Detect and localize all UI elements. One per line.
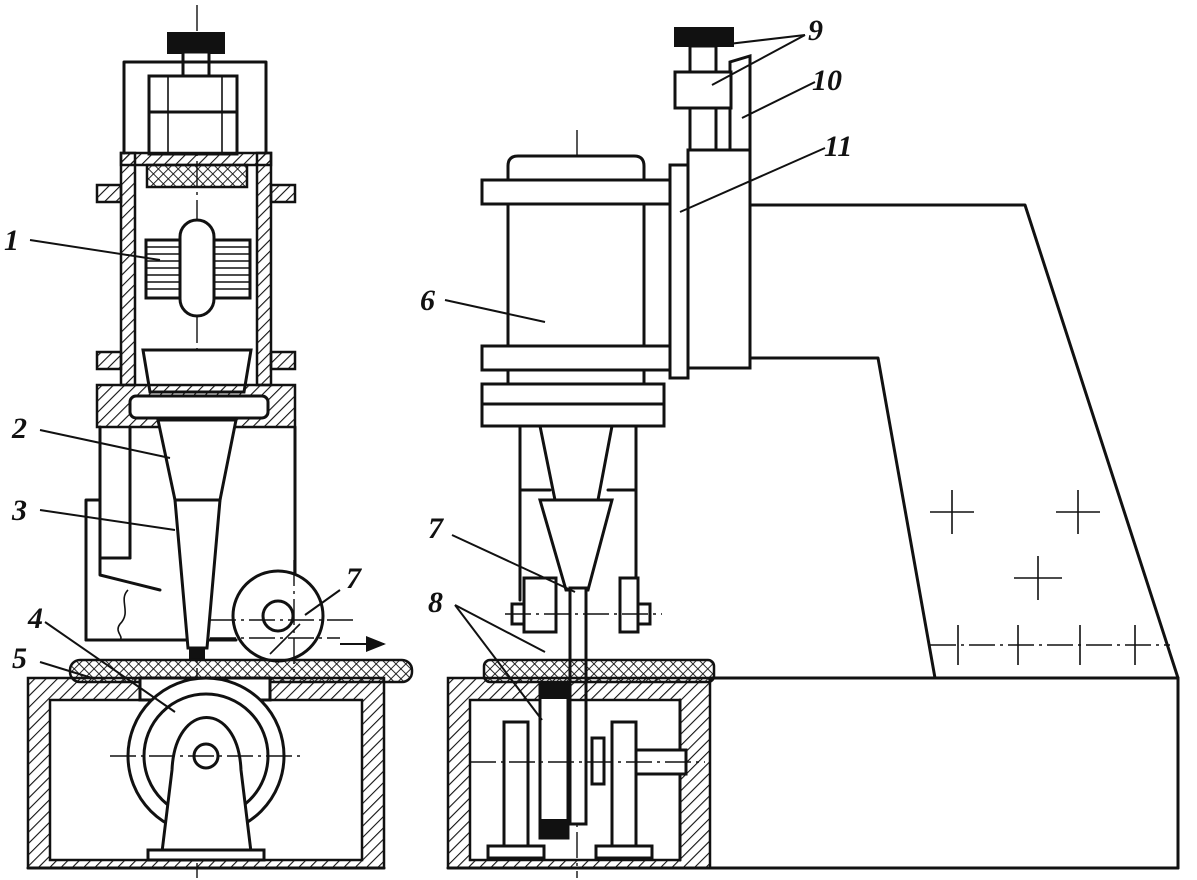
frame-inner-arm (748, 356, 937, 680)
roller-disc (568, 586, 588, 826)
lower-flange-bar-b (480, 402, 666, 428)
side-screw-shank (688, 44, 718, 74)
front-section-view (26, 5, 414, 878)
callout-3: 3 (11, 494, 27, 527)
concentrator-2 (156, 418, 238, 502)
callout-2: 2 (11, 412, 27, 445)
housing-right-wall (255, 151, 273, 387)
callout-7-right: 7 (428, 512, 444, 545)
clamp-nut-lower (147, 110, 239, 156)
callout-5: 5 (12, 642, 27, 675)
callout-labels: 1 2 3 4 5 7 6 7 8 9 10 11 (4, 14, 852, 675)
top-bracket (122, 60, 268, 155)
middle-flange-bar (480, 344, 672, 372)
housing-left-wall (119, 151, 137, 387)
frame-crosses (930, 490, 1170, 665)
clamp-nut-upper (147, 74, 239, 114)
horn-support (518, 424, 638, 602)
flange-upper-right (269, 183, 297, 204)
side-screw-knob (674, 27, 734, 47)
callout-4: 4 (27, 602, 43, 635)
slide-bracket (686, 148, 752, 370)
foot-left (486, 844, 546, 860)
housing-top-wall (119, 151, 273, 167)
horn-flange (128, 394, 270, 420)
foot-right (594, 844, 654, 860)
anvil-bracket (160, 716, 253, 854)
pressure-roller-7 (210, 560, 355, 672)
callout-10: 10 (812, 64, 842, 97)
callout-9: 9 (808, 14, 823, 47)
mounting-plate-11 (668, 163, 690, 380)
side-anvil-top (539, 683, 569, 699)
upper-flange-bar (480, 178, 672, 206)
transducer-cap (506, 154, 646, 182)
roller-fork-right (618, 576, 640, 634)
callout-1: 1 (4, 224, 19, 257)
insulating-pad (145, 163, 249, 189)
callout-8: 8 (428, 586, 443, 619)
bearing-right (610, 720, 638, 852)
flange-lower-left (95, 350, 123, 371)
side-anvil-body (538, 682, 570, 840)
side-anvil-bottom (539, 819, 569, 839)
roller-fork-left (522, 576, 558, 634)
transducer-stack (144, 218, 252, 318)
lower-flange-bar-a (480, 382, 666, 406)
side-waveguide (538, 498, 614, 592)
callout-leaders (29, 34, 826, 721)
callout-7-left: 7 (346, 562, 362, 595)
tool-tip (189, 647, 205, 659)
flange-lower-right (269, 350, 297, 371)
anvil-foot (146, 848, 266, 862)
flange-upper-left (95, 183, 123, 204)
waveguide-3 (173, 498, 222, 650)
side-screw-lower (688, 106, 718, 152)
side-lock-nut (673, 70, 733, 110)
adjusting-screw-shank (181, 50, 211, 78)
break-line (117, 589, 129, 641)
shaft-collar (590, 736, 606, 786)
adjusting-screw-knob (167, 32, 225, 54)
bearing-left (502, 720, 530, 852)
frame-upper-arm (748, 203, 1180, 680)
side-view (446, 27, 1180, 878)
callout-11: 11 (824, 130, 852, 163)
callout-6: 6 (420, 284, 435, 317)
